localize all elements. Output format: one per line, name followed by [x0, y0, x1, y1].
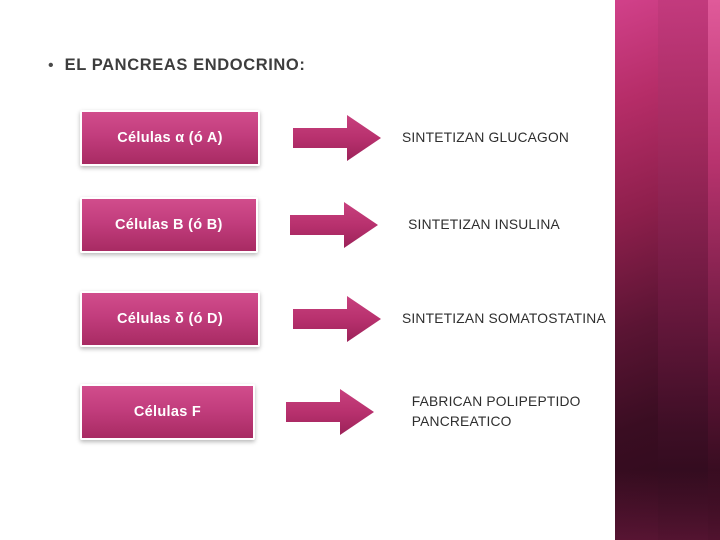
right-arrow-icon [293, 296, 381, 342]
right-arrow-icon [293, 115, 381, 161]
result-label: FABRICAN POLIPEPTIDO PANCREATICO [411, 394, 581, 429]
right-arrow-icon [289, 202, 378, 248]
result-label: SINTETIZAN SOMATOSTATINA [402, 311, 606, 327]
page-title: EL PANCREAS ENDOCRINO: [64, 56, 306, 74]
arrow-container [280, 202, 389, 248]
cell-type-box: Células α (ó A) [80, 110, 260, 166]
arrow-container [282, 296, 392, 342]
bullet-point-icon: • [48, 57, 54, 74]
result-label: SINTETIZAN GLUCAGON [402, 130, 570, 146]
arrow-container [282, 115, 392, 161]
cell-type-label: Células B (ó B) [115, 217, 223, 233]
cell-type-label: Células δ (ó D) [117, 311, 223, 327]
cell-type-box: Células δ (ó D) [80, 291, 260, 347]
cell-type-box: Células F [80, 384, 255, 440]
decorative-right-band [615, 0, 720, 540]
arrow-container [277, 389, 384, 435]
slide-title: • EL PANCREAS ENDOCRINO: [48, 56, 305, 75]
table-row: Células F FABRICAN POLIPEPTIDO PANCREATI… [80, 384, 640, 440]
cell-type-label: Células F [133, 404, 202, 420]
cell-type-label: Células α (ó A) [117, 130, 223, 146]
cell-type-box: Células B (ó B) [80, 197, 258, 253]
decorative-right-band-edge [708, 0, 720, 540]
decorative-right-band-glow [615, 470, 720, 540]
right-arrow-icon [286, 389, 375, 435]
table-row: Células α (ó A) SINTETIZAN GLUCAGON [80, 110, 640, 166]
table-row: Células δ (ó D) SINTETIZAN SOMATOSTATINA [80, 291, 640, 347]
table-row: Células B (ó B) SINTETIZAN INSULINA [80, 197, 640, 253]
result-label: SINTETIZAN INSULINA [408, 217, 560, 233]
